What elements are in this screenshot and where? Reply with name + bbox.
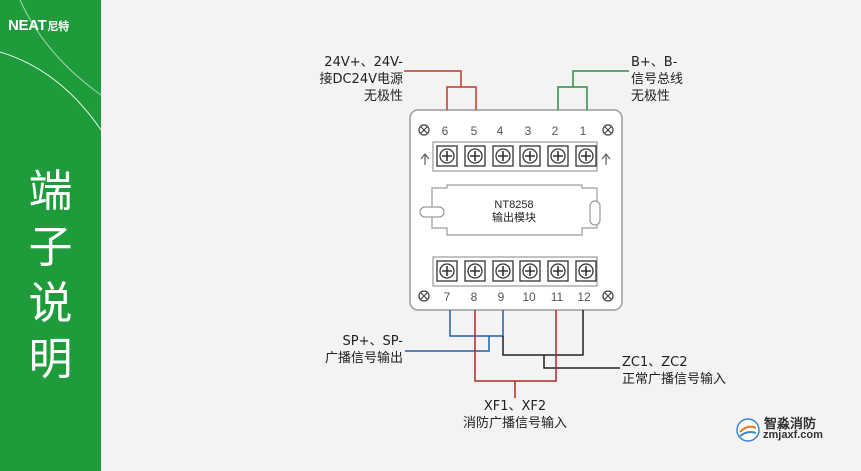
- zc-label-line: ZC1、ZC2: [622, 355, 688, 370]
- terminal-screw-icon: [547, 145, 569, 167]
- bus-label-line: 信号总线: [631, 72, 684, 87]
- brand-logo-text: NEAT: [8, 17, 47, 34]
- terminal-number: 6: [441, 124, 449, 138]
- watermark-text: 智淼消防: [764, 417, 817, 432]
- corner-screw-icon: [602, 124, 614, 136]
- watermark-url: zmjaxf.com: [763, 429, 823, 441]
- terminal-screw-icon: [464, 260, 486, 282]
- xf-label-line: 消防广播信号输入: [462, 416, 567, 431]
- watermark-logo-icon: [736, 418, 760, 442]
- module-label-plate: [431, 184, 598, 236]
- terminal-screw-icon: [436, 145, 458, 167]
- terminal-number: 2: [551, 124, 559, 138]
- terminal-number: 5: [470, 124, 478, 138]
- bus-label-line: B+、B-: [631, 55, 678, 70]
- zc-label-line: 正常广播信号输入: [622, 372, 727, 387]
- bus-label-line: 无极性: [631, 89, 671, 104]
- page-title: 端 子 说 明: [0, 164, 101, 388]
- terminal-screw-icon: [492, 260, 514, 282]
- terminal-screw-icon: [492, 145, 514, 167]
- sp-wire: [405, 310, 504, 352]
- terminal-screw-icon: [575, 145, 597, 167]
- arrow-up-icon: [601, 152, 611, 165]
- terminal-number: 10: [522, 290, 536, 304]
- zc-wire: [502, 310, 620, 369]
- power-label-line: 24V+、24V-: [324, 55, 403, 70]
- module-model: NT8258: [494, 199, 534, 211]
- brand-logo-cn: 尼特: [47, 21, 70, 33]
- page-title-char: 说: [28, 278, 73, 329]
- zc-label: ZC1、ZC2 正常广播信号输入: [622, 354, 726, 388]
- terminal-number: 11: [550, 290, 564, 304]
- bus-label: B+、B- 信号总线 无极性: [631, 54, 683, 105]
- sp-label-line: SP+、SP-: [342, 334, 403, 349]
- page-title-char: 端: [28, 166, 73, 217]
- terminal-block-top: [432, 141, 598, 172]
- terminal-screw-icon: [519, 145, 541, 167]
- terminal-screws-top: [436, 145, 597, 167]
- terminal-number: 12: [577, 290, 591, 304]
- terminal-screw-icon: [464, 145, 486, 167]
- terminal-screw-icon: [519, 260, 541, 282]
- module-name: NT8258 输出模块: [449, 199, 579, 225]
- power-wire: [404, 70, 477, 110]
- xf-label-line: XF1、XF2: [483, 399, 547, 414]
- terminal-screws-bottom: [436, 260, 597, 282]
- terminal-number: 9: [497, 290, 505, 304]
- corner-screw-icon: [418, 124, 430, 136]
- terminal-screw-icon: [547, 260, 569, 282]
- terminal-number: 4: [496, 124, 504, 138]
- terminal-number: 8: [470, 290, 478, 304]
- power-label: 24V+、24V- 接DC24V电源 无极性: [300, 54, 403, 105]
- power-label-line: 接DC24V电源: [319, 72, 403, 87]
- terminal-block-bottom: [432, 256, 598, 287]
- terminal-number: 7: [443, 290, 451, 304]
- power-label-line: 无极性: [363, 89, 403, 104]
- xf-wire: [474, 310, 557, 398]
- terminal-screw-icon: [575, 260, 597, 282]
- page-title-char: 明: [28, 334, 73, 385]
- terminal-number: 3: [524, 124, 532, 138]
- terminal-screw-icon: [436, 260, 458, 282]
- xf-label: XF1、XF2 消防广播信号输入: [455, 398, 575, 432]
- sp-label-line: 广播信号输出: [324, 351, 403, 366]
- corner-screw-icon: [602, 290, 614, 302]
- sp-label: SP+、SP- 广播信号输出: [300, 333, 403, 367]
- arrow-up-icon: [420, 152, 430, 165]
- mounting-slot: [589, 200, 601, 226]
- corner-screw-icon: [418, 290, 430, 302]
- bus-wire: [557, 70, 629, 110]
- sidebar-decoration: [0, 0, 101, 131]
- terminal-number: 1: [579, 124, 587, 138]
- mounting-slot: [419, 206, 445, 218]
- page-title-char: 子: [28, 222, 73, 273]
- brand-logo: NEAT尼特: [8, 17, 69, 34]
- sidebar-panel: NEAT尼特 端 子 说 明: [0, 0, 101, 471]
- module-type: 输出模块: [492, 212, 536, 224]
